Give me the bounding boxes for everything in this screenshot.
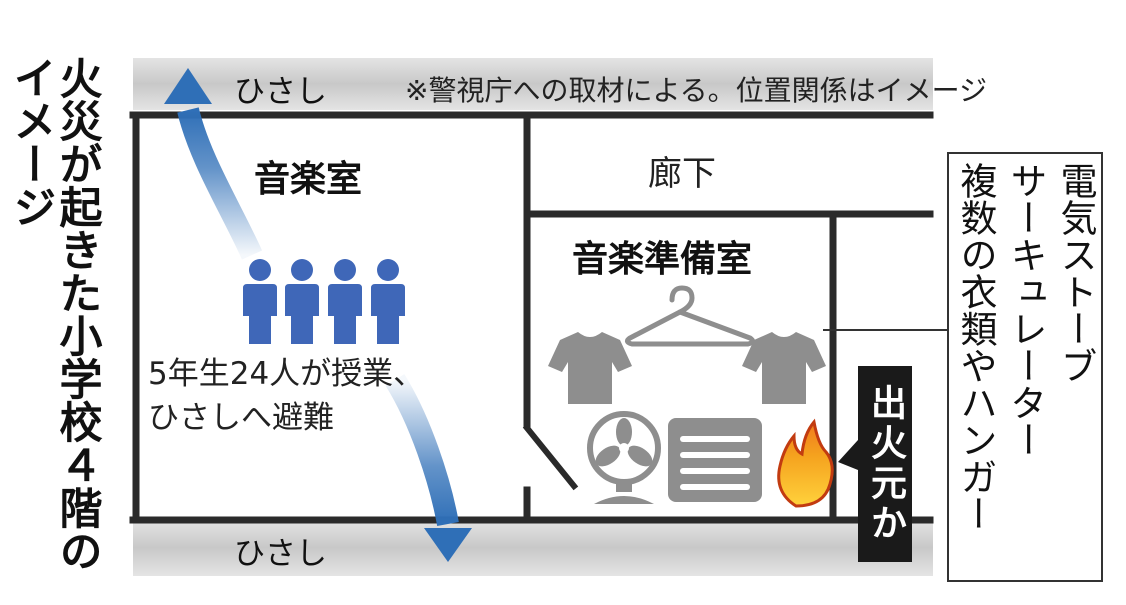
students-caption: 5年生24人が授業、 ひさしへ避難: [148, 352, 424, 440]
eave-top-label: ひさし: [234, 74, 327, 110]
fire-origin-label: 出火元か: [858, 366, 912, 562]
electric-stove-icon: [668, 418, 762, 502]
diagram-title: 火災が起きた小学校４階のイメージ: [6, 56, 102, 572]
students-caption-line2: ひさしへ避難: [148, 400, 334, 436]
person-icon: [285, 259, 319, 344]
escape-arrow-down-head: [424, 528, 472, 562]
shirt-icon: [548, 332, 632, 404]
person-icon: [371, 259, 405, 344]
hanger-icon: [624, 285, 756, 347]
circulator-icon: [587, 411, 661, 504]
corridor-label: 廊下: [648, 154, 716, 194]
legend-electric-stove: 電気ストーブ: [1054, 162, 1097, 384]
escape-arrow-up-head: [164, 68, 212, 104]
students-group: [243, 259, 405, 344]
fire-icon: [777, 418, 834, 508]
prep-room-label: 音楽準備室: [572, 239, 753, 280]
eave-top-band: [133, 58, 933, 110]
eave-bottom-band: [133, 520, 933, 576]
person-icon: [328, 259, 362, 344]
escape-arrow-down: [385, 374, 459, 526]
legend-circulator: サーキュレーター: [1004, 162, 1047, 458]
students-caption-line1: 5年生24人が授業、: [148, 356, 425, 392]
person-icon: [243, 259, 277, 344]
fire-origin-pointer: [838, 440, 858, 470]
source-note: ※警視庁への取材による。位置関係はイメージ: [405, 74, 988, 107]
legend-clothes-hangers: 複数の衣類やハンガー: [954, 162, 997, 532]
items-legend: 電気ストーブ サーキュレーター 複数の衣類やハンガー: [947, 152, 1103, 582]
music-room-label: 音楽室: [254, 159, 363, 200]
shirt-icon: [742, 332, 826, 404]
escape-arrow-up: [177, 107, 263, 260]
eave-bottom-label: ひさし: [234, 536, 327, 572]
